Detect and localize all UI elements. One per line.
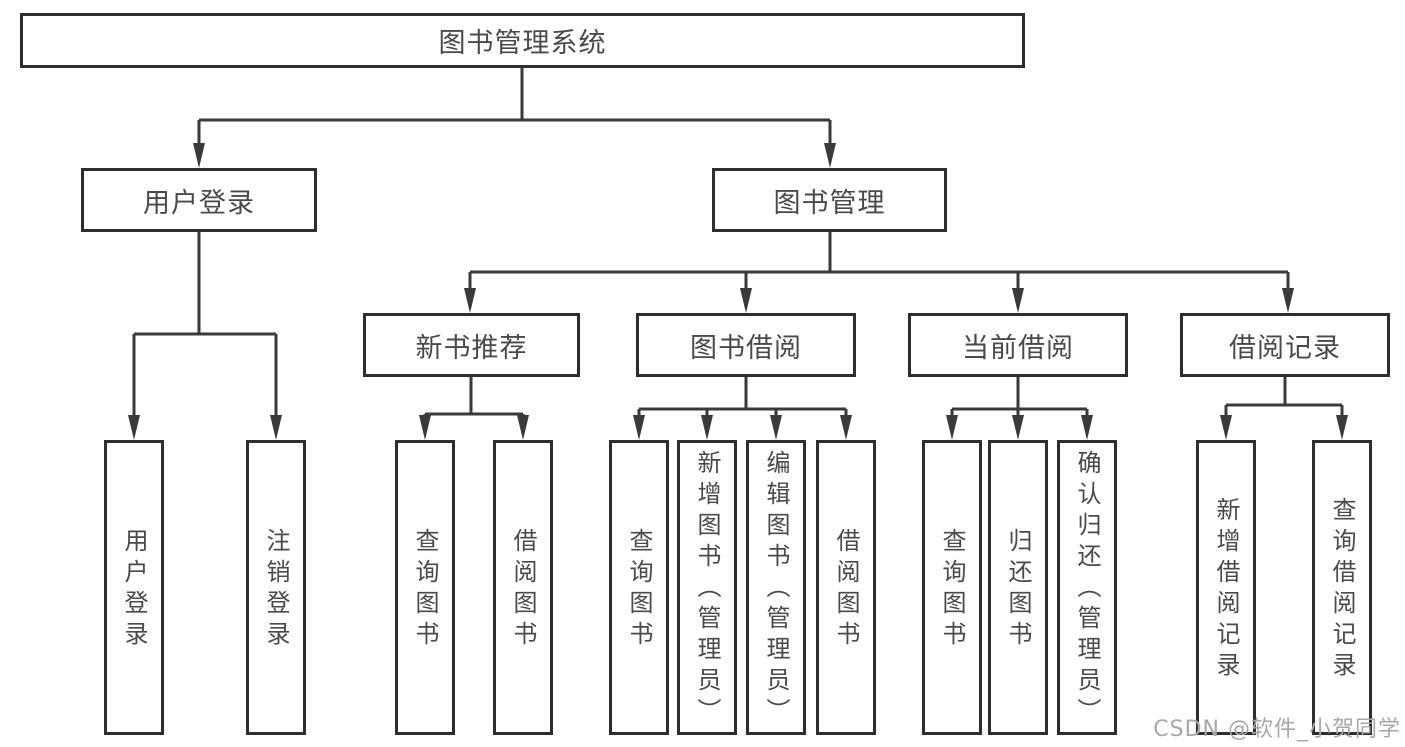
connector-borrow-records (1224, 377, 1344, 415)
node-leaf-borrow-books: 借阅图书 (816, 440, 876, 735)
connector-current-borrow (950, 377, 1089, 415)
node-root: 图书管理系统 (20, 13, 1025, 68)
csdn-watermark: CSDN @软件_小贺同学 (1153, 717, 1401, 742)
node-leaf-return-books: 归还图书 (988, 440, 1048, 735)
node-borrow-records: 借阅记录 (1180, 313, 1390, 377)
node-new-book-recommend: 新书推荐 (363, 313, 580, 377)
connector-root (197, 68, 832, 143)
node-book-management: 图书管理 (712, 168, 947, 232)
node-leaf-add-borrow-record: 新增借阅记录 (1196, 440, 1256, 735)
connector-book-management (468, 232, 1290, 288)
connector-user-login (132, 232, 278, 415)
node-leaf-query-books-recommend: 查询图书 (395, 440, 455, 735)
node-leaf-borrow-books-recommend: 借阅图书 (493, 440, 553, 735)
node-leaf-query-books-borrow: 查询图书 (609, 440, 669, 735)
node-leaf-confirm-return-admin: 确认归还（管理员） (1057, 440, 1117, 735)
node-current-borrow: 当前借阅 (908, 313, 1128, 377)
node-book-borrow: 图书借阅 (636, 313, 856, 377)
node-leaf-edit-books-admin: 编辑图书（管理员） (746, 440, 806, 735)
connector-book-borrow (637, 377, 848, 415)
connector-new-book-recommend (423, 377, 525, 416)
node-user-login: 用户登录 (81, 168, 317, 232)
node-leaf-logout-login: 注销登录 (246, 440, 306, 735)
node-leaf-query-borrow-record: 查询借阅记录 (1312, 440, 1372, 735)
node-leaf-add-books-admin: 新增图书（管理员） (677, 440, 737, 735)
node-leaf-user-login: 用户登录 (104, 440, 164, 735)
node-leaf-query-books-current: 查询图书 (922, 440, 982, 735)
